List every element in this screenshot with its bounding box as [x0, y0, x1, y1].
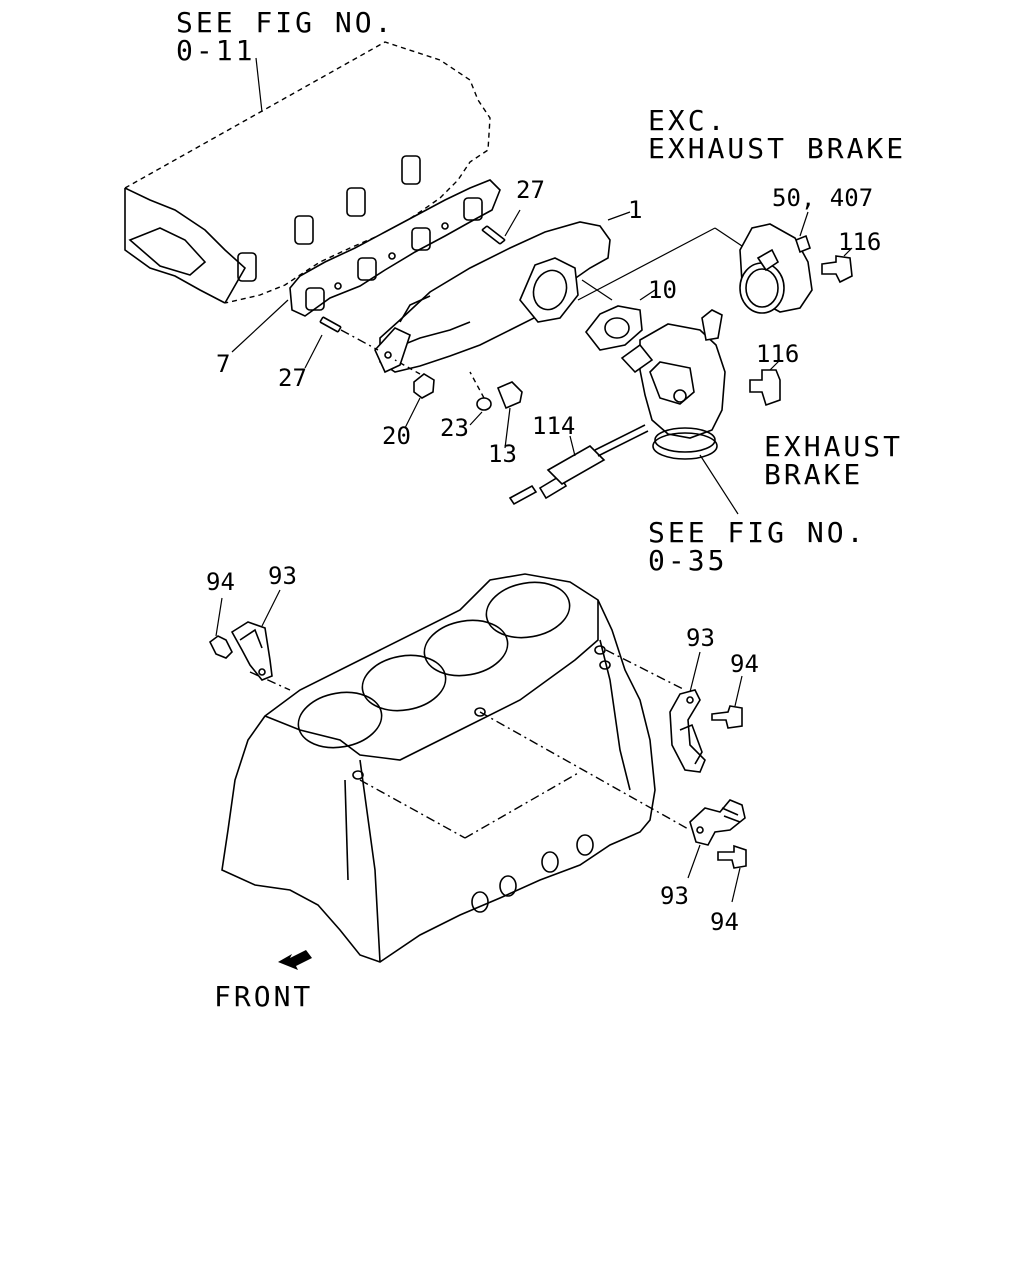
callout-1: 1	[628, 196, 642, 224]
callout-93-upper-left: 93	[268, 562, 297, 590]
callout-94-upper-left: 94	[206, 568, 235, 596]
front-arrow-icon	[278, 950, 312, 970]
callout-94-right: 94	[730, 650, 759, 678]
ref-fig-0-35-line1: SEE FIG NO.	[648, 516, 866, 549]
callout-7: 7	[216, 350, 230, 378]
cylinder-block	[221, 573, 691, 963]
ref-fig-0-11-line1: SEE FIG NO.	[176, 6, 394, 39]
mounting-brackets	[208, 589, 747, 903]
front-label: FRONT	[214, 980, 313, 1013]
exhaust-brake-line1: EXHAUST	[764, 430, 903, 463]
callout-116-upper: 116	[838, 228, 881, 256]
exc-exhaust-brake-line1: EXC.	[648, 104, 727, 137]
callout-10: 10	[648, 276, 677, 304]
exhaust-brake-assembly	[581, 279, 781, 515]
callout-116-lower: 116	[756, 340, 799, 368]
exhaust-pipe-adapter	[577, 211, 853, 314]
callout-13: 13	[488, 440, 517, 468]
callout-93-right: 93	[686, 624, 715, 652]
exhaust-manifold	[304, 209, 631, 449]
callout-27-upper: 27	[516, 176, 545, 204]
exc-exhaust-brake-line2: EXHAUST BRAKE	[648, 132, 906, 165]
callout-94-lower: 94	[710, 908, 739, 936]
callout-50-407: 50, 407	[772, 184, 873, 212]
callout-114: 114	[532, 412, 575, 440]
brake-rod	[508, 424, 649, 506]
callout-23: 23	[440, 414, 469, 442]
manifold-gasket	[231, 179, 501, 353]
callout-93-lower: 93	[660, 882, 689, 910]
ref-fig-0-35-line2: 0-35	[648, 544, 727, 577]
callout-27-lower: 27	[278, 364, 307, 392]
exhaust-brake-line2: BRAKE	[764, 458, 863, 491]
cylinder-head	[124, 41, 491, 304]
ref-fig-0-11-line2: 0-11	[176, 34, 255, 67]
callout-20: 20	[382, 422, 411, 450]
